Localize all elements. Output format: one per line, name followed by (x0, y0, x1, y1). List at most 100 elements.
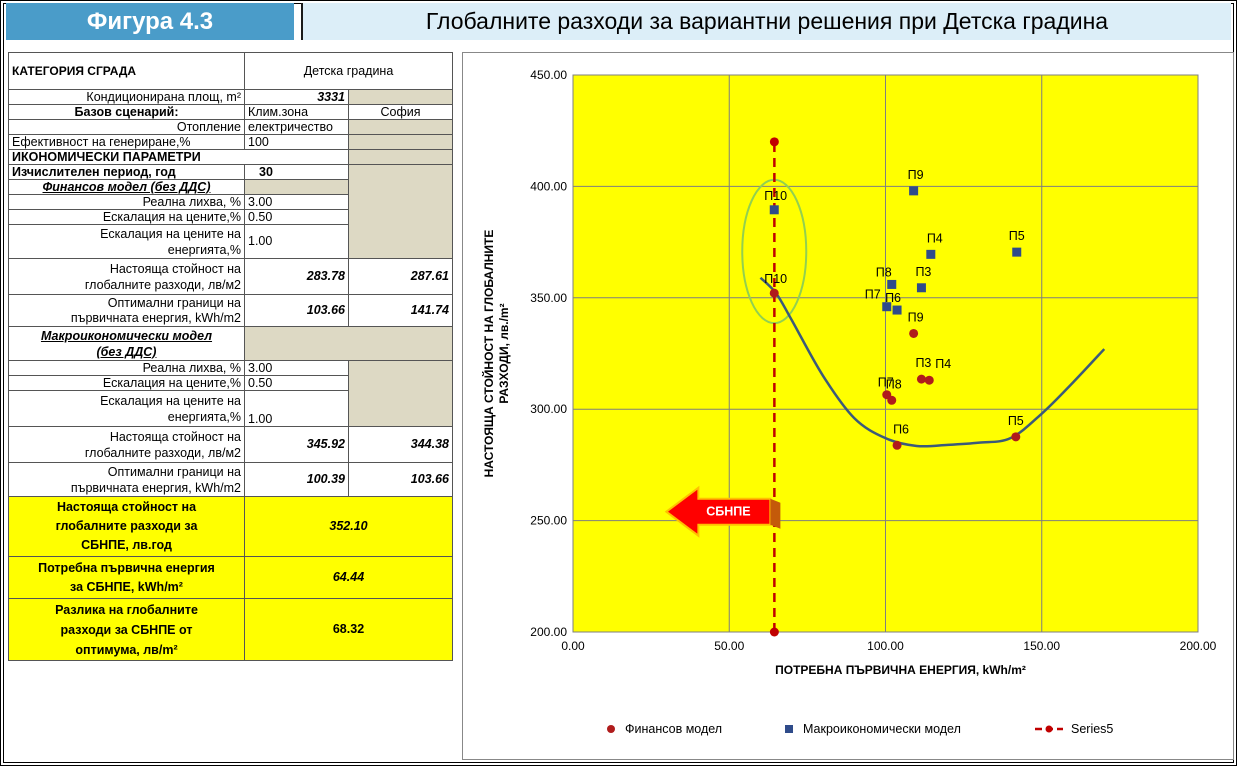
sbnpe-arrow: СБНПЕ (664, 485, 781, 538)
x-tick-label: 100.00 (867, 639, 904, 653)
fin-opt-value2: 141.74 (348, 294, 453, 327)
macro-point (769, 205, 779, 215)
point-label: П5 (1009, 229, 1025, 243)
financial-point (924, 375, 934, 385)
diff-label1: Разлика на глобалните (55, 602, 198, 617)
x-tick-label: 200.00 (1180, 639, 1217, 653)
macro-point (882, 302, 892, 312)
fin-energy-esc-label1: Ескалация на цените на (100, 226, 241, 241)
sbnpe-cost-label1: Настояща стойност на (56, 500, 197, 514)
y-tick-label: 200.00 (530, 625, 567, 639)
series5-line (769, 137, 779, 637)
macro-opt-label1: Оптимални граници на (107, 464, 241, 479)
gen-eff-empty (348, 134, 453, 150)
y-tick-label: 250.00 (530, 514, 567, 528)
legend-series5-marker (1045, 725, 1053, 733)
period-empty (348, 164, 453, 259)
fin-rate-label: Реална лихва, % (8, 194, 245, 210)
point-label: П3 (915, 356, 931, 370)
y-tick-label: 400.00 (530, 179, 567, 193)
plot-border (572, 74, 1199, 633)
gen-eff-value: 100 (244, 134, 349, 150)
point-label: П8 (876, 265, 892, 279)
figure-title: Глобалните разходи за вариантни решения … (301, 3, 1231, 40)
financial-point (1011, 432, 1021, 442)
point-label: П3 (915, 265, 931, 279)
macro-esc-value: 0.50 (244, 375, 349, 391)
fin-energy-esc-label2: енергията,% (167, 242, 241, 257)
point-label: П5 (1008, 414, 1024, 428)
y-axis-label-line1: НАСТОЯЩА СТОЙНОСТ НА ГЛОБАЛНИТЕ (481, 230, 496, 478)
legend-financial-marker (607, 725, 615, 733)
y-axis-label-line2: РАЗХОДИ, лв./m² (497, 303, 511, 403)
fin-header: Финансов модел (без ДДС) (8, 179, 245, 195)
macro-header1: Макроикономически модел (40, 328, 213, 343)
macro-energy-esc-label1: Ескалация на цените на (100, 393, 241, 408)
heating-label: Отопление (8, 119, 245, 135)
heating-empty (348, 119, 453, 135)
period-value: 30 (244, 164, 349, 180)
y-tick-label: 450.00 (530, 68, 567, 82)
heating-value: електричество (244, 119, 349, 135)
macro-energy-esc-value: 1.00 (244, 390, 349, 427)
financial-point (887, 395, 897, 405)
diff-value: 68.32 (244, 598, 453, 661)
fin-esc-label: Ескалация на цените,% (8, 209, 245, 225)
point-label: П9 (908, 168, 924, 182)
fin-header-empty (244, 179, 349, 195)
diff-label2: разходи за СБНПЕ от (60, 622, 193, 637)
macro-rate-value: 3.00 (244, 360, 349, 376)
category-value: Детска градина (244, 52, 453, 90)
macro-point (1012, 247, 1022, 257)
arrow-label: СБНПЕ (706, 505, 750, 519)
category-label: КАТЕГОРИЯ СГРАДА (8, 52, 245, 90)
sbnpe-energy-label1: Потребна първична енергия (38, 560, 215, 575)
point-label: П8 (886, 377, 902, 391)
macro-rate-empty (348, 360, 453, 427)
legend-macro-marker (785, 725, 793, 733)
macro-header-empty (244, 326, 453, 361)
macro-point (892, 305, 902, 315)
trend-curve (759, 276, 1106, 448)
financial-point (916, 374, 926, 384)
diff-label3: оптимума, лв/m² (75, 642, 178, 657)
point-label: П4 (935, 357, 951, 371)
point-label: П10 (764, 189, 787, 203)
macro-npv-value1: 345.92 (244, 426, 349, 463)
area-value: 3331 (244, 89, 349, 105)
x-tick-label: 50.00 (714, 639, 744, 653)
legend-financial-label: Финансов модел (625, 722, 722, 736)
series5-point (769, 137, 779, 147)
legend-series5-label: Series5 (1071, 722, 1113, 736)
macro-esc-label: Ескалация на цените,% (8, 375, 245, 391)
point-label: П7 (878, 376, 894, 390)
fin-npv-label1: Настояща стойност на (109, 261, 241, 276)
base-city: София (348, 104, 453, 120)
macro-point (926, 249, 936, 259)
point-label: П4 (927, 231, 943, 245)
series5-point (769, 627, 779, 637)
econ-empty (348, 149, 453, 165)
grid-lines (572, 74, 1199, 633)
fin-npv-value1: 283.78 (244, 258, 349, 295)
fin-opt-label1: Оптимални граници на (107, 295, 241, 310)
sbnpe-cost-value: 352.10 (244, 496, 453, 557)
figure-label: Фигура 4.3 (6, 3, 294, 40)
area-label: Кондиционирана площ, m² (8, 89, 245, 105)
macro-point (887, 279, 897, 289)
macro-npv-label1: Настояща стойност на (109, 429, 241, 444)
macro-rate-label: Реална лихва, % (8, 360, 245, 376)
sbnpe-cost-label2: глобалните разходи за (55, 519, 198, 533)
base-zone: Клим.зона (244, 104, 349, 120)
macro-point (909, 186, 919, 196)
macro-npv-value2: 344.38 (348, 426, 453, 463)
macro-npv-label2: глобалните разходи, лв/м2 (84, 445, 241, 460)
sbnpe-energy-value: 64.44 (244, 556, 453, 599)
fin-energy-esc-value: 1.00 (244, 224, 349, 259)
period-label: Изчислителен период, год (8, 164, 245, 180)
